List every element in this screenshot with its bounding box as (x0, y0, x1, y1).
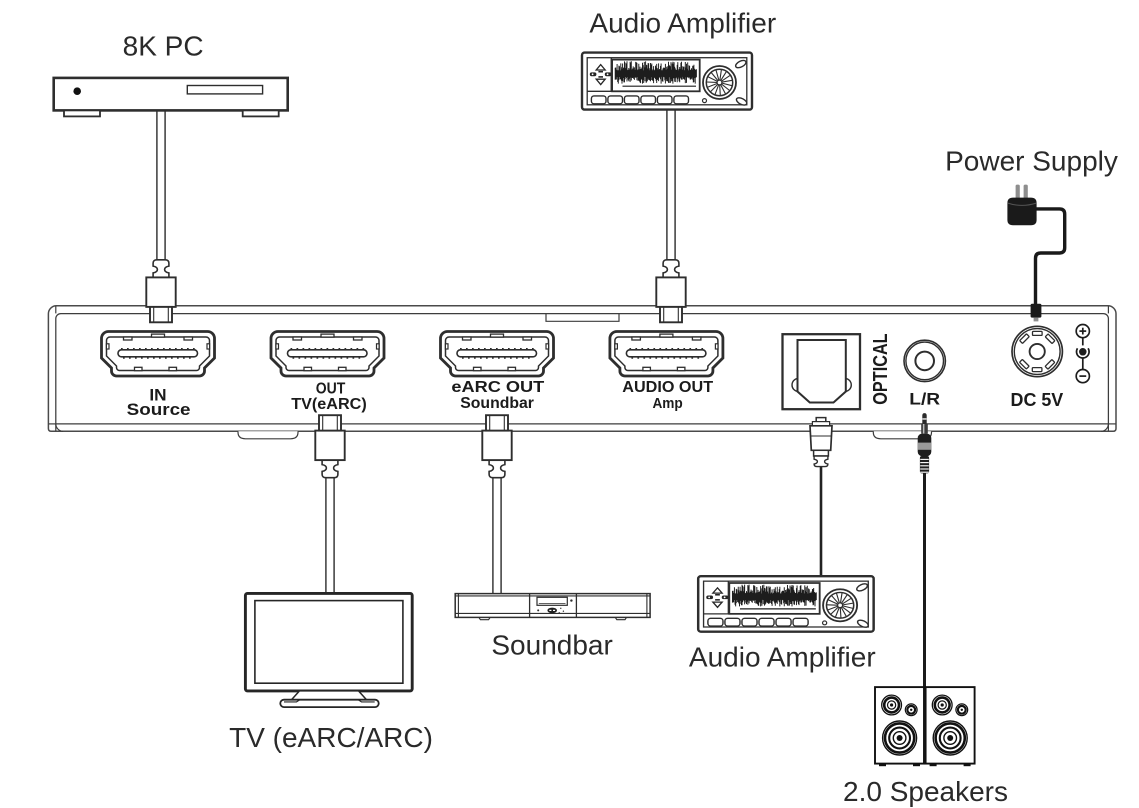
svg-text:AUDIO OUT: AUDIO OUT (622, 379, 713, 396)
svg-text:Audio Amplifier: Audio Amplifier (589, 7, 776, 38)
svg-text:TV(eARC): TV(eARC) (291, 396, 367, 413)
svg-text:Soundbar: Soundbar (491, 630, 612, 661)
svg-text:OUT: OUT (316, 380, 346, 397)
svg-text:L/R: L/R (909, 390, 940, 409)
svg-text:IN: IN (149, 386, 166, 405)
svg-text:Amp: Amp (652, 395, 682, 412)
svg-text:OPTICAL: OPTICAL (870, 333, 892, 404)
svg-text:Power Supply: Power Supply (945, 146, 1118, 177)
svg-text:8K PC: 8K PC (123, 31, 204, 62)
svg-text:eARC OUT: eARC OUT (451, 379, 544, 396)
svg-text:TV (eARC/ARC): TV (eARC/ARC) (229, 722, 433, 753)
svg-text:Source: Source (127, 400, 191, 419)
svg-text:DC 5V: DC 5V (1011, 390, 1064, 410)
svg-text:2.0 Speakers: 2.0 Speakers (843, 776, 1008, 807)
svg-text:Audio Amplifier: Audio Amplifier (689, 642, 876, 673)
svg-text:Soundbar: Soundbar (460, 395, 534, 412)
